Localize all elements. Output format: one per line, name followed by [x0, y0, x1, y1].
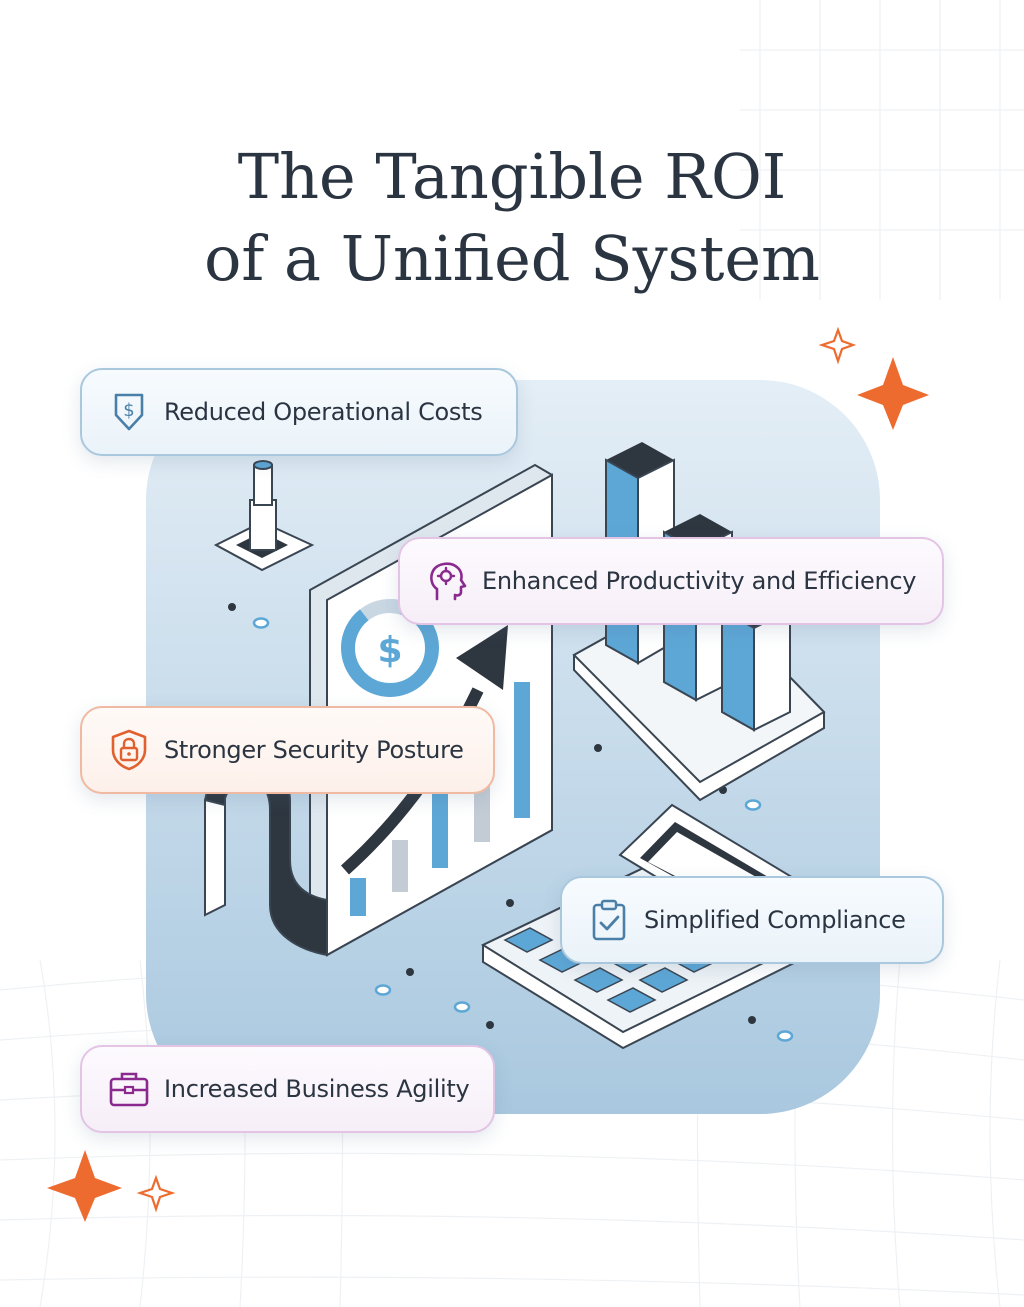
clipboard-check-icon: [586, 897, 632, 943]
title-line-1: The Tangible ROI: [237, 140, 787, 213]
lock-shield-icon: [106, 727, 152, 773]
connector-rings: [252, 617, 794, 1042]
benefit-label: Enhanced Productivity and Efficiency: [482, 567, 917, 595]
title-line-2: of a Unified System: [204, 222, 820, 295]
benefit-label: Simplified Compliance: [644, 906, 906, 934]
svg-text:$: $: [377, 630, 402, 671]
star-icon: [47, 1150, 122, 1222]
benefit-card-compliance: Simplified Compliance: [560, 876, 944, 964]
head-gear-icon: [424, 558, 470, 604]
benefit-label: Reduced Operational Costs: [164, 398, 483, 426]
page-title: The Tangible ROI of a Unified System: [0, 136, 1024, 300]
star-icon: [857, 357, 929, 430]
benefit-label: Stronger Security Posture: [164, 736, 464, 764]
benefit-card-agility: Increased Business Agility: [80, 1045, 495, 1133]
benefit-card-security: Stronger Security Posture: [80, 706, 495, 794]
briefcase-icon: [106, 1066, 152, 1112]
svg-text:$: $: [123, 400, 134, 421]
benefit-card-reduced-costs: $ Reduced Operational Costs: [80, 368, 518, 456]
dollar-shield-icon: $: [106, 389, 152, 435]
star-outline-icon: [136, 1174, 176, 1213]
pin-icon: [213, 460, 315, 572]
benefit-label: Increased Business Agility: [164, 1075, 470, 1103]
star-outline-icon: [818, 326, 857, 365]
benefit-card-productivity: Enhanced Productivity and Efficiency: [398, 537, 944, 625]
